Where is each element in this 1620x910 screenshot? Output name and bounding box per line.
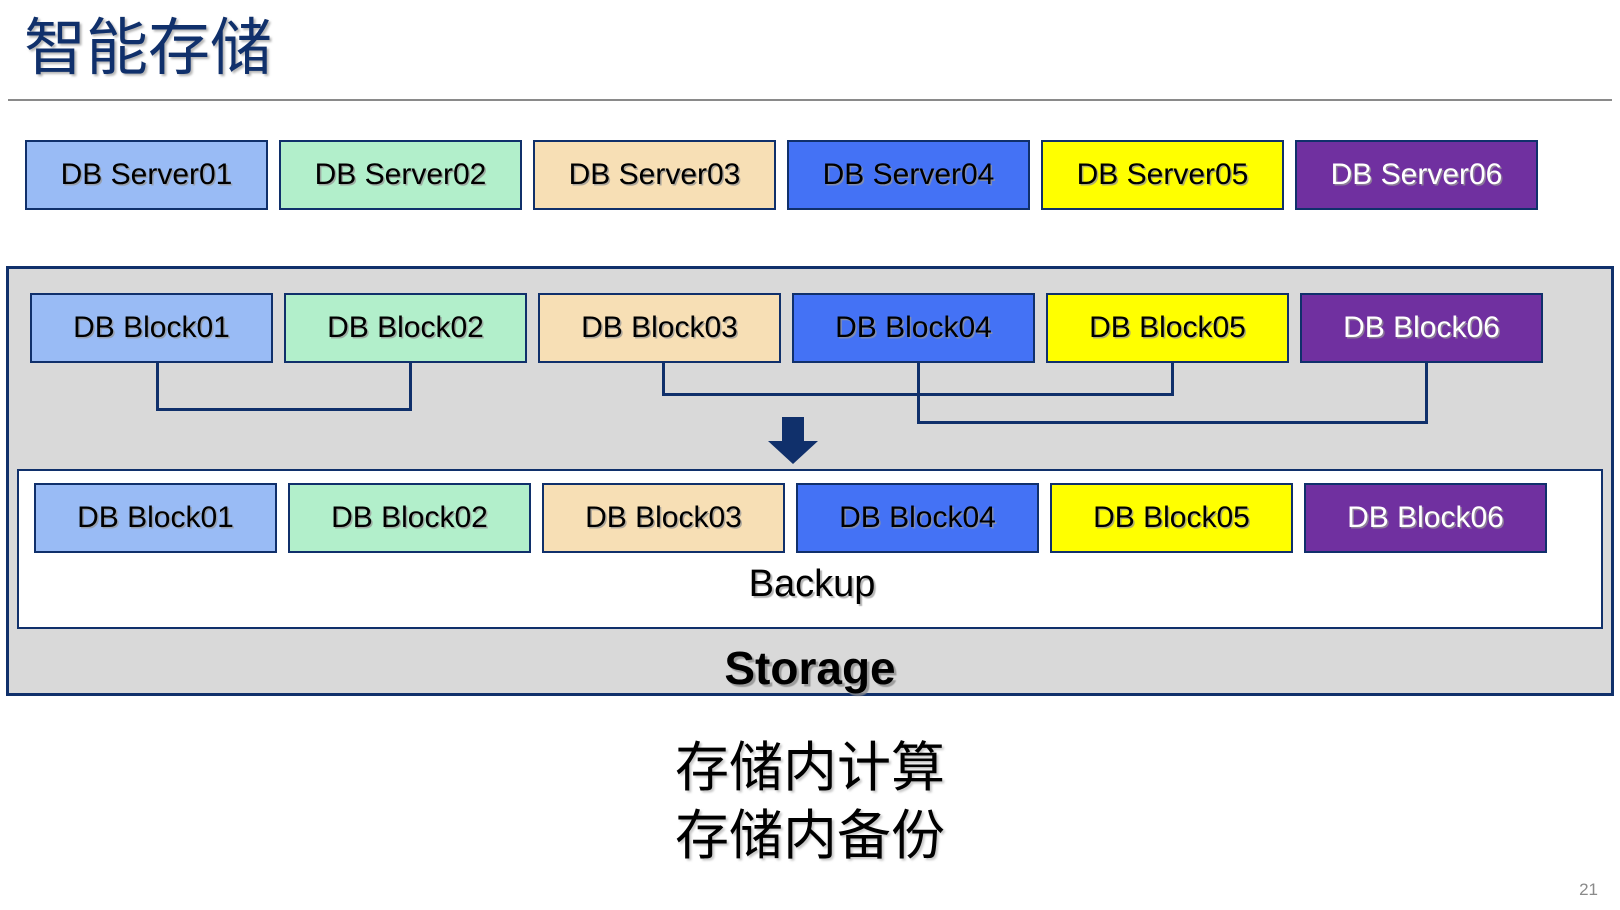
caption-block: 存储内计算存储内备份 bbox=[0, 734, 1620, 870]
db-block-box-label: DB Block06 bbox=[1343, 311, 1500, 344]
db-block-row-primary: DB Block01 DB Block02 DB Block03 DB Block04… bbox=[9, 293, 1611, 363]
connector-dbblock01-to-dbblock02-leg-1 bbox=[156, 363, 159, 411]
db-backup-block-box-label: DB Block01 bbox=[77, 501, 234, 534]
connector-dbblock04-to-dbblock06-leg-1 bbox=[917, 363, 920, 424]
db-server-box-label: DB Server01 bbox=[60, 158, 233, 191]
connector-dbblock04-to-dbblock06-bar bbox=[917, 421, 1428, 424]
db-block-box-1[interactable]: DB Block01 bbox=[30, 293, 273, 363]
db-server-row: DB Server01 DB Server02 DB Server03 DB Serv… bbox=[0, 140, 1620, 210]
db-block-box-2[interactable]: DB Block02 bbox=[284, 293, 527, 363]
connector-dbblock01-to-dbblock02-bar bbox=[156, 408, 412, 411]
db-server-box-label: DB Server03 bbox=[568, 158, 741, 191]
connector-dbblock03-to-dbblock05-leg-2 bbox=[1171, 363, 1174, 396]
page-title: 智能存储 bbox=[24, 14, 273, 83]
storage-label: Storage bbox=[724, 642, 896, 694]
db-backup-block-box-label: DB Block04 bbox=[839, 501, 996, 534]
db-server-box-2[interactable]: DB Server02 bbox=[279, 140, 522, 210]
db-block-box-5[interactable]: DB Block05 bbox=[1046, 293, 1289, 363]
db-block-box-label: DB Block04 bbox=[835, 311, 992, 344]
connector-dbblock01-to-dbblock02-leg-2 bbox=[409, 363, 412, 411]
db-block-box-3[interactable]: DB Block03 bbox=[538, 293, 781, 363]
db-backup-block-box-2[interactable]: DB Block02 bbox=[288, 483, 531, 553]
db-block-box-6[interactable]: DB Block06 bbox=[1300, 293, 1543, 363]
db-server-box-label: DB Server06 bbox=[1330, 158, 1503, 191]
db-block-box-label: DB Block02 bbox=[327, 311, 484, 344]
caption-line-2: 存储内备份 bbox=[675, 806, 945, 866]
db-backup-block-box-label: DB Block03 bbox=[585, 501, 742, 534]
db-block-box-label: DB Block03 bbox=[581, 311, 738, 344]
db-server-box-3[interactable]: DB Server03 bbox=[533, 140, 776, 210]
db-backup-block-box-5[interactable]: DB Block05 bbox=[1050, 483, 1293, 553]
db-backup-block-box-label: DB Block02 bbox=[331, 501, 488, 534]
db-block-row-backup: DB Block01 DB Block02 DB Block03 DB Block04… bbox=[19, 483, 1605, 553]
down-arrow-icon bbox=[766, 417, 820, 465]
db-server-box-4[interactable]: DB Server04 bbox=[787, 140, 1030, 210]
title-divider bbox=[8, 99, 1612, 101]
db-backup-block-box-3[interactable]: DB Block03 bbox=[542, 483, 785, 553]
db-backup-block-box-1[interactable]: DB Block01 bbox=[34, 483, 277, 553]
storage-container: DB Block01 DB Block02 DB Block03 DB Block04… bbox=[6, 266, 1614, 696]
db-backup-block-box-4[interactable]: DB Block04 bbox=[796, 483, 1039, 553]
db-server-box-label: DB Server04 bbox=[822, 158, 995, 191]
backup-panel: DB Block01 DB Block02 DB Block03 DB Block04… bbox=[17, 469, 1603, 629]
db-block-box-label: DB Block01 bbox=[73, 311, 230, 344]
db-block-box-4[interactable]: DB Block04 bbox=[792, 293, 1035, 363]
db-backup-block-box-label: DB Block05 bbox=[1093, 501, 1250, 534]
db-server-box-label: DB Server05 bbox=[1076, 158, 1249, 191]
db-backup-block-box-label: DB Block06 bbox=[1347, 501, 1504, 534]
db-server-box-label: DB Server02 bbox=[314, 158, 487, 191]
connector-dbblock03-to-dbblock05-leg-1 bbox=[662, 363, 665, 396]
page-number: 21 bbox=[1579, 880, 1598, 899]
db-block-box-label: DB Block05 bbox=[1089, 311, 1246, 344]
caption-line-1: 存储内计算 bbox=[675, 738, 945, 798]
db-server-box-5[interactable]: DB Server05 bbox=[1041, 140, 1284, 210]
db-backup-block-box-6[interactable]: DB Block06 bbox=[1304, 483, 1547, 553]
backup-label: Backup bbox=[748, 563, 876, 605]
db-server-box-6[interactable]: DB Server06 bbox=[1295, 140, 1538, 210]
db-server-box-1[interactable]: DB Server01 bbox=[25, 140, 268, 210]
connector-dbblock04-to-dbblock06-leg-2 bbox=[1425, 363, 1428, 424]
